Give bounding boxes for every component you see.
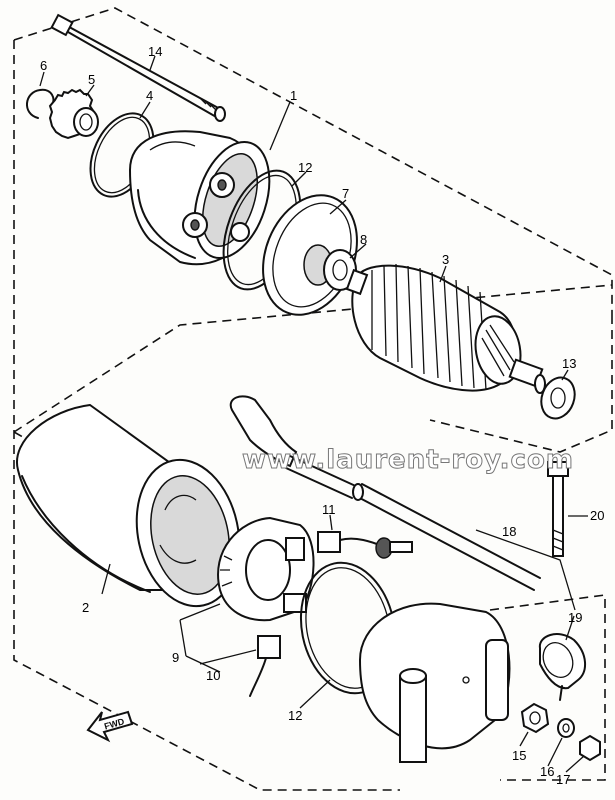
label-part-10: 10 [206,668,220,683]
label-part-8: 8 [360,232,367,247]
label-part-19: 19 [568,610,582,625]
brush [249,635,281,697]
mounting-bolt [547,461,569,557]
terminal-lead [317,531,413,559]
label-part-16: 16 [540,764,554,779]
label-part-11: 11 [322,502,336,517]
rear-end-cover [358,602,511,763]
label-part-5: 5 [88,72,95,87]
part-labels: 1 2 3 4 5 6 7 8 9 10 11 12 12 13 14 15 1… [40,44,604,787]
label-part-13: 13 [562,356,576,371]
washer-13 [540,376,576,420]
leader-lines [39,55,588,773]
label-part-12-upper: 12 [298,160,312,175]
label-part-14: 14 [148,44,162,59]
through-bolt [50,13,226,122]
forward-arrow-icon: FWD [86,710,134,743]
circlip [26,88,55,119]
hardware-15-17 [520,702,601,762]
reduction-housing [128,130,271,266]
brush-plate [217,516,315,622]
armature [345,263,546,394]
label-part-1: 1 [290,88,297,103]
label-part-6: 6 [40,58,47,73]
label-part-15: 15 [512,748,526,763]
label-part-7: 7 [342,186,349,201]
label-part-18: 18 [502,524,516,539]
label-part-2: 2 [82,600,89,615]
label-part-20: 20 [590,508,604,523]
lead-wire-boot [229,395,541,591]
label-part-12-lower: 12 [288,708,302,723]
label-part-4: 4 [146,88,153,103]
label-part-3: 3 [442,252,449,267]
label-part-17: 17 [556,772,570,787]
yoke-housing [15,403,241,608]
pinion-gear [48,88,99,140]
watermark-text: www.laurent-roy.com [242,445,574,475]
label-part-9: 9 [172,650,179,665]
assembly-outline [13,7,613,791]
terminal-boot [538,633,586,701]
